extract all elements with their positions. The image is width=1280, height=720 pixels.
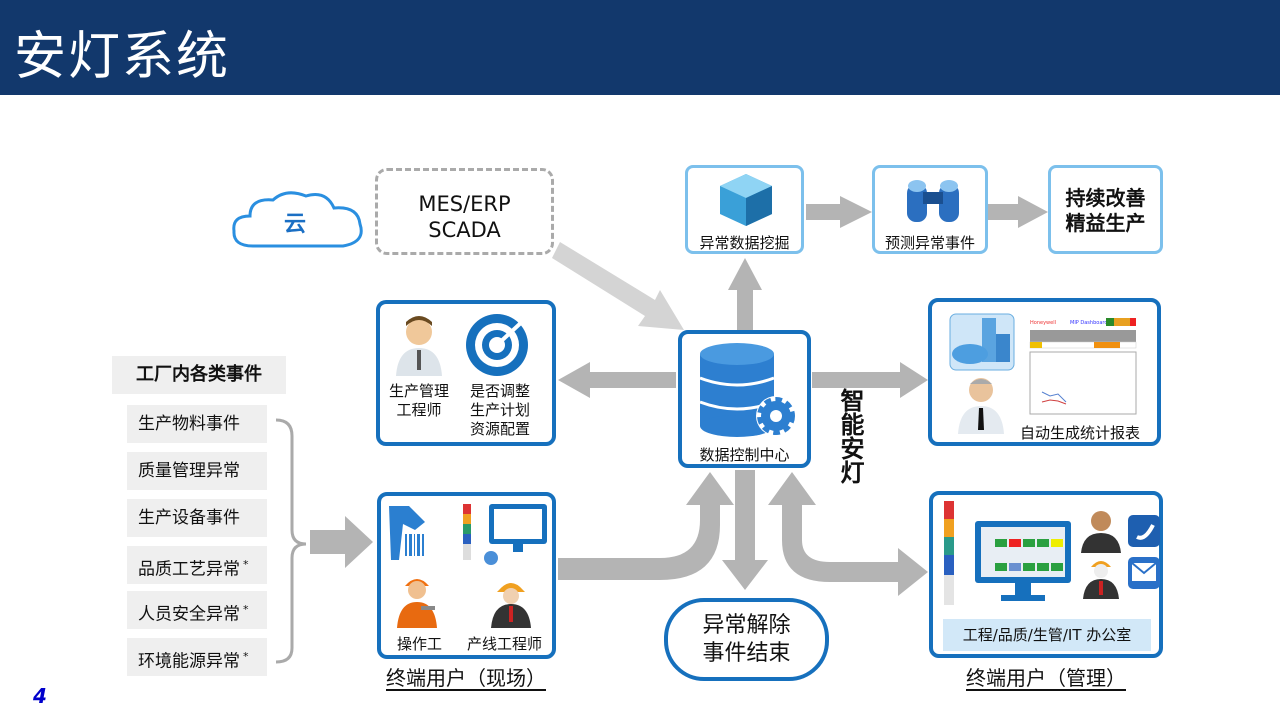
event-item: 人员安全异常*: [127, 591, 267, 629]
improve-line2: 精益生产: [1065, 211, 1146, 235]
operator-label: 操作工: [397, 635, 443, 653]
event-label: 人员安全异常: [138, 604, 240, 625]
field-users-caption: 终端用户（现场）: [386, 666, 546, 690]
management-users-caption: 终端用户（管理）: [966, 666, 1126, 690]
question-line1: 是否调整: [469, 382, 530, 400]
mes-erp-scada-box: MES/ERP SCADA: [375, 168, 554, 255]
asterisk-mark: *: [243, 558, 249, 571]
resolve-line1: 异常解除: [702, 613, 791, 638]
adjust-questions: 是否调整 生产计划 资源配置: [460, 382, 540, 439]
header-bar: [0, 0, 1280, 95]
signal-tower-icon: [944, 501, 954, 605]
event-item: 环境能源异常*: [127, 638, 267, 676]
office-label: 工程/品质/生管/IT 办公室: [943, 619, 1151, 651]
mes-label: MES/ERP: [418, 192, 511, 216]
arrow-events-to-field: [310, 516, 373, 568]
dashboard-thumbnail: Honeywell MIP Dashboard: [1029, 318, 1137, 415]
event-label: 生产物料事件: [138, 414, 240, 434]
arrow-center-right: [812, 362, 928, 398]
arrow-center-left: [558, 362, 676, 398]
arrow-mes-to-center: [552, 242, 684, 330]
role-line1: 生产管理: [388, 382, 449, 400]
operator-avatar-icon: [397, 579, 437, 628]
event-label: 环境能源异常: [138, 651, 240, 672]
computer-monitor-icon: [484, 504, 547, 565]
predict-label: 预测异常事件: [884, 234, 975, 252]
line-engineer-label: 产线工程师: [467, 635, 543, 653]
event-item: 品质工艺异常*: [127, 546, 267, 584]
asterisk-mark: *: [243, 603, 249, 616]
question-line3: 资源配置: [469, 420, 530, 438]
data-control-center-label: 数据控制中心: [699, 446, 790, 464]
event-item: 生产物料事件: [127, 405, 267, 443]
arrow-center-up: [728, 258, 762, 330]
target-icon: [466, 314, 528, 376]
arrow-field-to-center: [558, 472, 734, 580]
events-header: 工厂内各类事件: [112, 356, 286, 394]
event-label: 品质工艺异常: [138, 559, 240, 580]
predict-box: 预测异常事件: [872, 165, 988, 254]
arrow-center-down: [722, 470, 768, 590]
chart-cube-icon: [949, 313, 1015, 371]
improve-line1: 持续改善: [1065, 186, 1146, 210]
svg-text:Honeywell: Honeywell: [1030, 320, 1056, 326]
cloud-label: 云: [283, 212, 306, 237]
barcode-scanner-icon: [389, 506, 425, 560]
svg-text:MIP Dashboard: MIP Dashboard: [1070, 320, 1108, 326]
database-gear-icon: [699, 343, 796, 437]
page-number: 4: [33, 684, 47, 708]
arrow-predict-to-improve: [988, 196, 1048, 228]
event-item: 生产设备事件: [127, 499, 267, 537]
data-control-center-box: 数据控制中心: [678, 330, 811, 468]
asterisk-mark: *: [243, 650, 249, 663]
production-engineer-box: 生产管理 工程师 是否调整 生产计划 资源配置: [376, 300, 556, 446]
managers-avatar-icon: [1081, 511, 1121, 599]
phone-mail-icons: [1128, 515, 1160, 589]
role-line2: 工程师: [396, 401, 442, 419]
status-monitor-icon: [975, 521, 1071, 601]
event-label: 生产设备事件: [138, 508, 240, 528]
data-cube-icon: [720, 174, 772, 226]
management-users-box: 工程/品质/生管/IT 办公室: [929, 491, 1163, 658]
event-item: 质量管理异常: [127, 452, 267, 490]
slide-title: 安灯系统: [14, 27, 231, 87]
arrow-center-to-mgmt: [768, 472, 928, 596]
cloud-icon: [232, 191, 363, 248]
report-label: 自动生成统计报表: [1020, 424, 1141, 442]
signal-tower-icon: [463, 504, 471, 560]
engineer-avatar-icon: [396, 316, 442, 376]
field-users-box: 操作工 产线工程师: [377, 492, 556, 659]
data-mining-box: 异常数据挖掘: [685, 165, 804, 254]
engineer-role: 生产管理 工程师: [383, 382, 455, 420]
arrow-mining-to-predict: [806, 196, 872, 228]
event-resolved-box: 异常解除 事件结束: [664, 598, 829, 681]
smart-andon-label: 智能安灯: [836, 388, 864, 484]
question-line2: 生产计划: [469, 401, 530, 419]
resolve-line2: 事件结束: [702, 641, 791, 666]
binoculars-icon: [907, 180, 959, 222]
data-mining-label: 异常数据挖掘: [699, 234, 790, 252]
report-box: Honeywell MIP Dashboard 自动生成统计报表: [928, 298, 1161, 446]
continuous-improvement-box: 持续改善 精益生产: [1048, 165, 1163, 254]
event-label: 质量管理异常: [138, 461, 240, 481]
events-bracket: [275, 418, 307, 664]
manager-avatar-icon: [958, 378, 1004, 434]
line-engineer-avatar-icon: [491, 583, 531, 628]
scada-label: SCADA: [428, 218, 501, 242]
